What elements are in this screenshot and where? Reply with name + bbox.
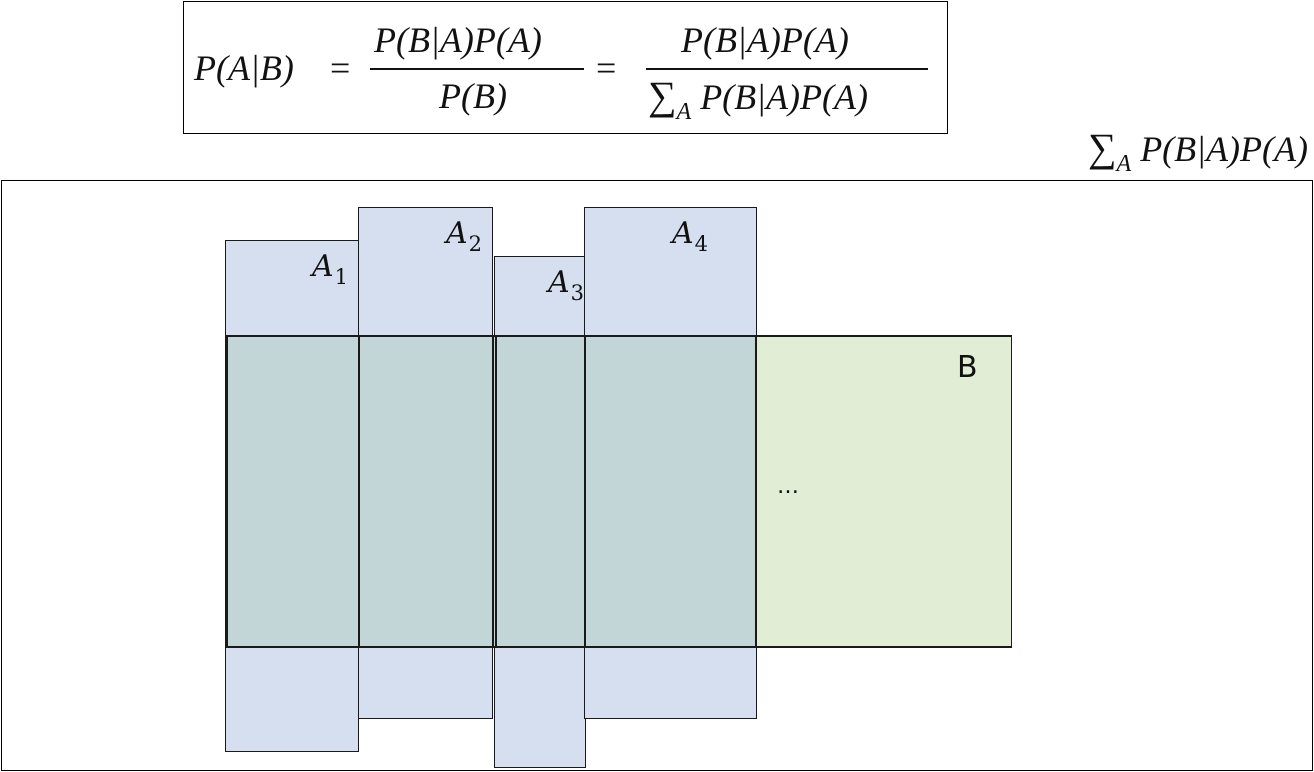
ellipsis-more-partitions: … xyxy=(777,474,799,499)
event-b-top-edge xyxy=(226,335,1012,337)
sum-symbol: ∑ xyxy=(648,73,677,118)
event-b-bottom-edge xyxy=(226,646,1012,648)
overlap-left-edge xyxy=(226,335,228,647)
formula-denominator-1: P(B) xyxy=(439,76,507,116)
overlap-region xyxy=(227,337,756,646)
sum-index: A xyxy=(676,99,692,125)
formula-denominator-2: ∑A P(B|A)P(A) xyxy=(648,76,868,126)
partition-a2-label: A2 xyxy=(446,216,483,256)
bayes-formula-box: P(A|B) = P(B|A)P(A) P(B) = P(B|A)P(A) ∑A… xyxy=(183,1,948,134)
formula-equals-2: = xyxy=(596,48,617,88)
fraction-bar-1 xyxy=(370,68,584,70)
a3-left-divider xyxy=(495,335,497,647)
a1-a2-divider xyxy=(358,335,360,647)
a2-divider xyxy=(492,335,494,647)
formula-lhs: P(A|B) xyxy=(194,48,294,88)
a3-a4-divider xyxy=(584,335,586,647)
formula-numerator-1: P(B|A)P(A) xyxy=(374,20,542,60)
side-sum-symbol: ∑ xyxy=(1088,125,1117,170)
formula-numerator-2: P(B|A)P(A) xyxy=(681,20,849,60)
event-b-label: B xyxy=(957,350,978,385)
side-sum-formula: ∑A P(B|A)P(A) xyxy=(1088,124,1308,178)
partition-a3-label: A3 xyxy=(548,265,585,305)
formula-denominator-term: P(B|A)P(A) xyxy=(700,77,868,117)
diagram-frame xyxy=(1,180,1313,771)
a4-right-divider xyxy=(755,335,757,647)
side-sum-term: P(B|A)P(A) xyxy=(1140,129,1308,169)
side-sum-index: A xyxy=(1116,151,1132,177)
fraction-bar-2 xyxy=(646,68,928,70)
formula-equals-1: = xyxy=(330,48,351,88)
partition-a1-label: A1 xyxy=(312,249,349,289)
partition-a4-label: A4 xyxy=(672,216,709,256)
